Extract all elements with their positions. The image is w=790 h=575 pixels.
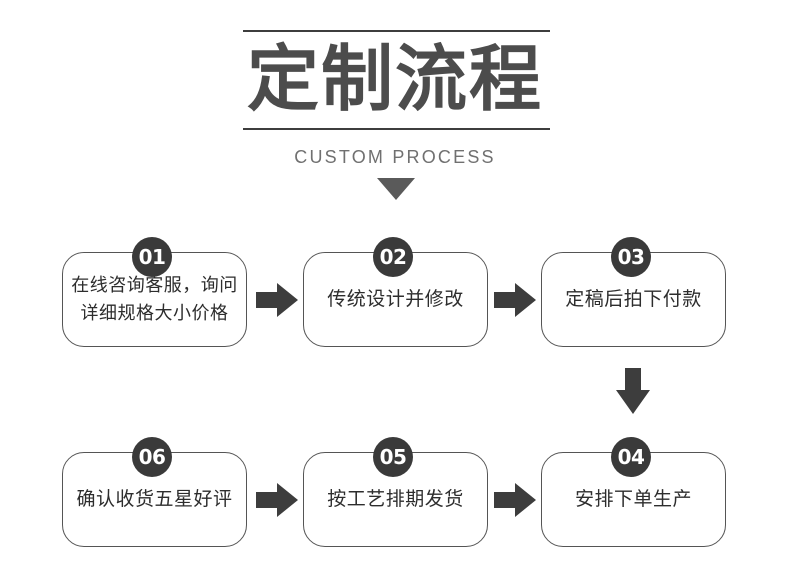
- arrow-right-01-to-02: [256, 283, 298, 317]
- step-badge-05: 05: [373, 437, 413, 477]
- step-label-01: 在线咨询客服，询问 详细规格大小价格: [71, 274, 238, 324]
- arrow-head: [515, 283, 536, 317]
- step-badge-01: 01: [132, 237, 172, 277]
- step-label-02: 传统设计并修改: [327, 288, 464, 310]
- arrow-right-06-to-05: [256, 483, 298, 517]
- page-title: 定制流程: [246, 37, 543, 121]
- step-label-04: 安排下单生产: [574, 488, 692, 510]
- triangle-down-icon: [377, 178, 415, 200]
- arrow-down-03-to-04: [616, 368, 650, 414]
- step-label-03: 定稿后拍下付款: [565, 288, 702, 310]
- step-badge-04: 04: [611, 437, 651, 477]
- step-label-06: 确认收货五星好评: [76, 488, 233, 510]
- arrow-head: [277, 483, 298, 517]
- arrow-head: [515, 483, 536, 517]
- page-subtitle: CUSTOM PROCESS: [294, 147, 496, 167]
- arrow-tail: [256, 492, 279, 508]
- arrow-tail: [625, 368, 641, 392]
- step-badge-06: 06: [132, 437, 172, 477]
- arrow-head: [616, 390, 650, 414]
- arrow-tail: [494, 492, 517, 508]
- step-badge-02: 02: [373, 237, 413, 277]
- arrow-head: [277, 283, 298, 317]
- title-rule-top: [243, 30, 550, 32]
- step-badge-03: 03: [611, 237, 651, 277]
- step-label-05: 按工艺排期发货: [327, 488, 464, 510]
- arrow-right-02-to-03: [494, 283, 536, 317]
- title-rule-bottom: [243, 128, 550, 130]
- arrow-tail: [494, 292, 517, 308]
- arrow-right-05-to-04: [494, 483, 536, 517]
- arrow-tail: [256, 292, 279, 308]
